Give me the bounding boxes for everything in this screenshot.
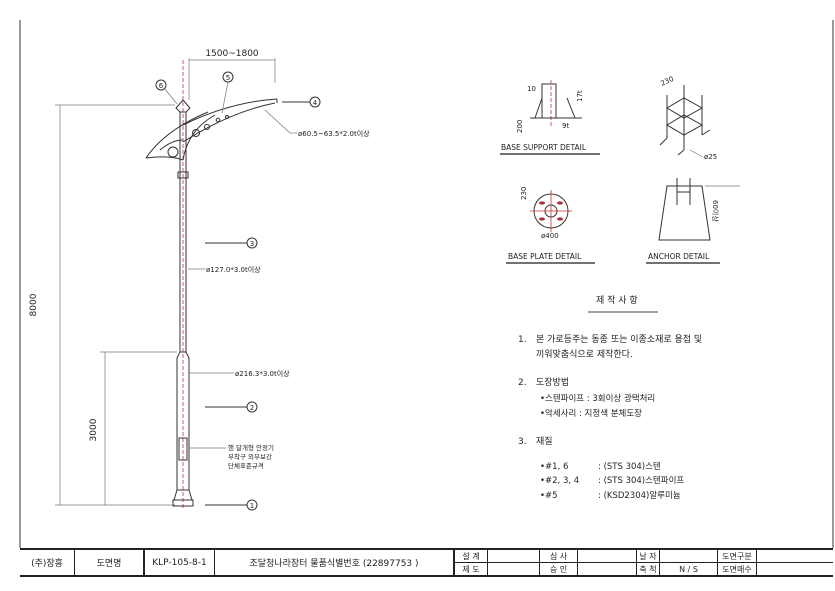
base-support-detail: 10 17t 200 9t BASE SUPPORT DETAIL (500, 80, 600, 155)
base-plate-title: BASE PLATE DETAIL (508, 252, 582, 261)
svg-text:3: 3 (250, 240, 254, 248)
svg-text:끼워맞춤식으로 제작한다.: 끼워맞춤식으로 제작한다. (536, 348, 633, 360)
title-block: (주)장흥 도면명 KLP-105-8-1 조달청나라장터 물품식별번호 (22… (20, 548, 833, 577)
svg-text:6: 6 (159, 82, 164, 90)
dimension-total-height: 8000 (29, 104, 175, 506)
svg-text:230: 230 (520, 187, 528, 200)
callout-3: 3 (205, 237, 258, 249)
svg-text:2.: 2. (518, 378, 527, 388)
svg-text:1: 1 (250, 502, 254, 510)
anchor-detail: 60이상 ANCHOR DETAIL (646, 178, 740, 264)
base-support-title: BASE SUPPORT DETAIL (501, 143, 587, 152)
approve-label: 승 인 (549, 564, 568, 574)
scale-value: N / S (679, 564, 698, 574)
upper-pipe-spec: ø127.0*3.0t이상 (206, 265, 261, 274)
door-note-line: 부착구 외부보강 (228, 452, 272, 461)
svg-text:•악세사리 : 지정색 분체도장: •악세사리 : 지정색 분체도장 (540, 408, 642, 419)
category-label: 도면구분 (718, 550, 756, 563)
svg-text:3.: 3. (518, 437, 527, 447)
callout-1: 1 (205, 499, 258, 511)
svg-text:17t: 17t (576, 90, 584, 102)
svg-text:1.: 1. (518, 335, 527, 345)
drawing-number: KLP-105-8-1 (145, 550, 215, 575)
callout-4: 4 (282, 96, 321, 108)
sheets-value (757, 563, 833, 575)
callout-2: 2 (205, 401, 258, 413)
manufacturing-notes: 제 작 사 항 1. 본 가로등주는 동종 또는 이종소재로 용접 및 끼워맞춤… (518, 295, 702, 501)
svg-text:: (STS 304)스텐파이프: : (STS 304)스텐파이프 (598, 475, 684, 486)
svg-text:4: 4 (313, 99, 318, 107)
dimension-arm-span: 1500~1800 (188, 49, 276, 100)
dimension-lower-height: 3000 (89, 351, 177, 505)
approve-value (578, 563, 636, 575)
callout-6: 6 (155, 79, 178, 105)
draft-value (488, 563, 539, 575)
svg-text:ø400: ø400 (541, 232, 559, 240)
street-light-pole (172, 60, 194, 510)
arm-pipe-spec: ø60.5~63.5*2.0t이상 (298, 129, 370, 138)
review-label: 심 사 (540, 550, 577, 563)
category-value (757, 550, 833, 563)
lower-pipe-spec: ø216.3*3.0t이상 (235, 369, 290, 378)
lower-height-label: 3000 (89, 418, 99, 441)
sheets-label: 도면매수 (722, 564, 752, 574)
svg-text:230: 230 (659, 75, 675, 88)
lamp-arm (145, 98, 278, 161)
date-value (660, 550, 717, 563)
door-note-line: 핸 달개형 안정기 (228, 443, 274, 452)
callout-5: 5 (221, 71, 234, 114)
svg-text:본 가로등주는 동종 또는 이종소재로 용접 및: 본 가로등주는 동종 또는 이종소재로 용접 및 (536, 333, 702, 345)
svg-text:10: 10 (527, 85, 536, 93)
svg-text:: (STS 304)스텐: : (STS 304)스텐 (598, 461, 661, 472)
svg-text:•#1, 6: •#1, 6 (540, 462, 568, 472)
design-label: 설 계 (455, 550, 487, 563)
anchor-frame-detail: 230 ø25 (659, 75, 717, 161)
scale-label: 축 척 (639, 564, 657, 574)
svg-text:2: 2 (250, 404, 254, 412)
svg-text:도장방법: 도장방법 (536, 377, 569, 388)
svg-text:•#2, 3, 4: •#2, 3, 4 (540, 476, 579, 486)
svg-text:재질: 재질 (536, 435, 553, 447)
date-label: 날 자 (637, 550, 659, 563)
company-name: (주)장흥 (20, 550, 75, 575)
svg-text:9t: 9t (562, 122, 569, 130)
draft-label: 제 도 (462, 564, 480, 574)
svg-text:•스텐파이프 : 3회이상 광택처리: •스텐파이프 : 3회이상 광택처리 (540, 393, 655, 404)
svg-text:200: 200 (516, 120, 524, 133)
total-height-label: 8000 (29, 293, 39, 316)
svg-text:5: 5 (226, 74, 230, 82)
base-plate-detail: 230 ø400 BASE PLATE DETAIL (506, 187, 595, 264)
svg-text:60이상: 60이상 (711, 200, 720, 222)
drawing-name-label: 도면명 (75, 550, 145, 575)
svg-text:•#5: •#5 (540, 491, 558, 501)
review-value (578, 550, 636, 563)
svg-text:: (KSD2304)알루미늄: : (KSD2304)알루미늄 (598, 490, 681, 501)
arm-span-label: 1500~1800 (205, 49, 259, 59)
svg-text:ø25: ø25 (704, 153, 717, 161)
anchor-title: ANCHOR DETAIL (648, 252, 710, 261)
drawing-title: 조달청나라장터 물품식별번호 (22897753 ) (215, 550, 455, 575)
design-value (488, 550, 539, 563)
notes-title: 제 작 사 항 (596, 295, 638, 306)
door-note-line: 단체표준규격 (228, 461, 264, 470)
